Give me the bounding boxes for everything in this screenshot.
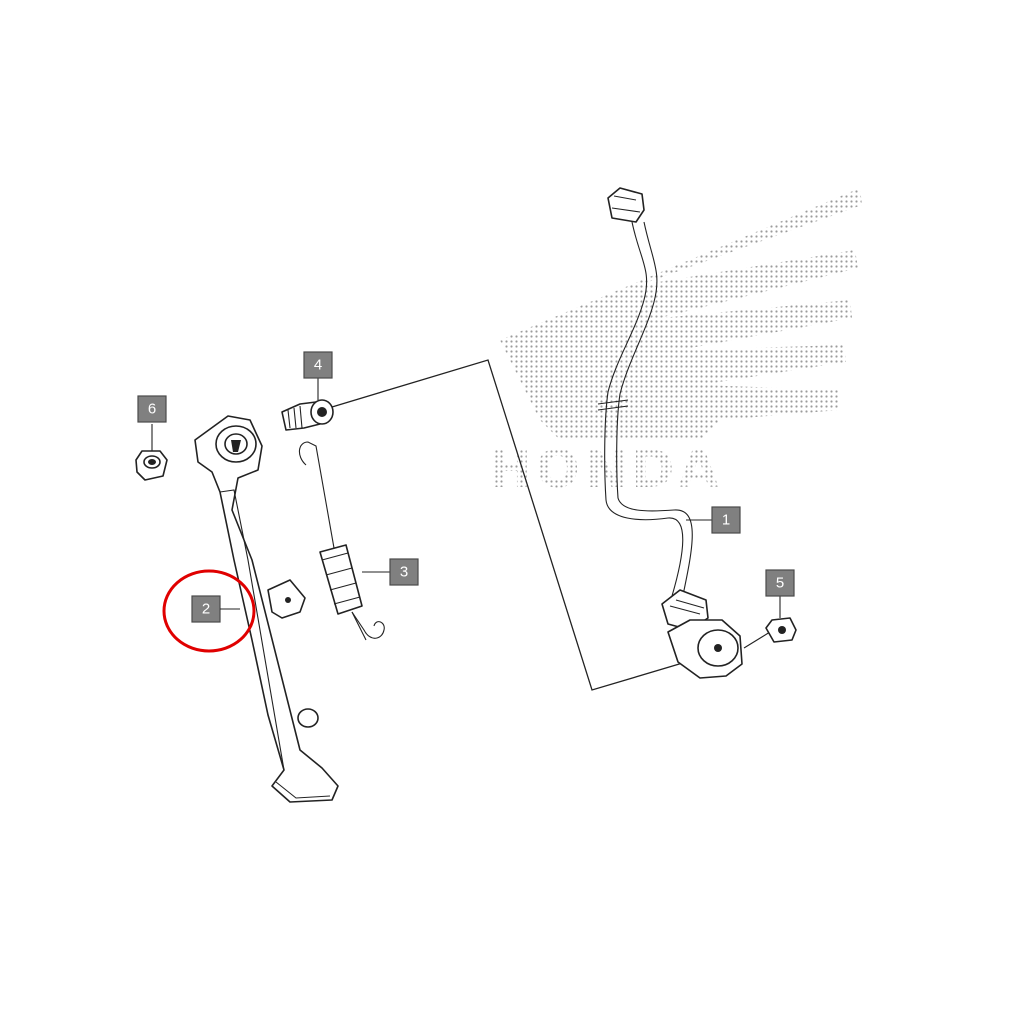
highlight-circle [162,569,256,653]
callout-label: 1 [722,512,730,529]
callout-4: 4 [303,351,333,379]
lock-nut-part [135,424,168,481]
assembly-leader-line [331,359,687,691]
switch-bolt-part [743,596,797,649]
callout-label: 2 [202,601,210,618]
side-stand-bar-part [194,415,339,803]
callout-label: 3 [400,564,408,581]
pivot-bolt-part [281,378,334,431]
callout-6: 6 [137,395,167,423]
honda-wing-logo-watermark: HONDA [488,188,862,500]
callout-3: 3 [389,558,419,586]
callout-2: 2 [191,595,240,623]
side-stand-switch-part [597,187,743,679]
callout-label: 4 [314,357,322,374]
callout-1: 1 [711,506,741,534]
logo-text: HONDA [488,440,723,500]
spring-part [298,441,390,641]
callout-5: 5 [765,569,795,597]
callout-label: 6 [148,401,156,418]
callout-label: 5 [776,575,784,592]
